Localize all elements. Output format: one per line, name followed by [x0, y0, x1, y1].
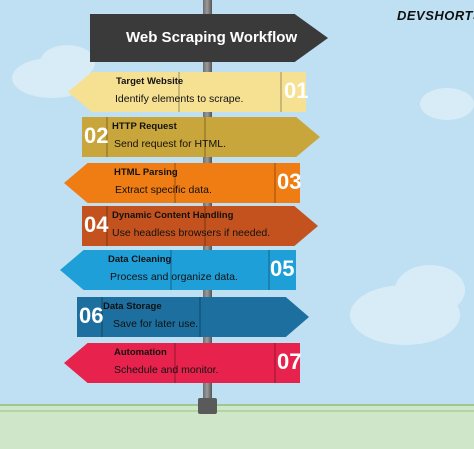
step-number: 01	[284, 78, 309, 103]
step-description: Save for later use.	[113, 318, 199, 330]
pole-base	[198, 398, 217, 414]
sign-divider	[174, 343, 176, 383]
step-number: 04	[84, 212, 109, 237]
step-description: Extract specific data.	[115, 184, 212, 196]
step-sign-body	[82, 117, 320, 157]
sign-divider	[274, 343, 276, 383]
step-number: 03	[277, 169, 302, 194]
step-sign-body	[82, 206, 318, 246]
sign-divider	[274, 163, 276, 203]
step-sign-1: Target Website Identify elements to scra…	[68, 72, 309, 112]
step-sign-6: 06 Data Storage Save for later use.	[77, 297, 309, 337]
step-sign-3: HTML Parsing Extract specific data. 03	[64, 163, 302, 203]
sign-divider	[268, 250, 270, 290]
step-title: HTML Parsing	[114, 167, 178, 178]
step-title: Dynamic Content Handling	[112, 210, 234, 221]
grass-line	[0, 404, 474, 406]
brand-logo: DEVSHORTS	[397, 8, 474, 23]
cloud-right-small	[420, 88, 474, 120]
step-title: HTTP Request	[112, 121, 177, 132]
step-description: Process and organize data.	[110, 271, 238, 283]
page-title: Web Scraping Workflow	[126, 29, 298, 46]
step-title: Target Website	[116, 76, 184, 87]
step-title: Data Cleaning	[108, 254, 172, 265]
sign-divider	[204, 117, 206, 157]
step-sign-body	[64, 343, 300, 383]
cloud-right-puff	[395, 265, 465, 315]
step-number: 06	[79, 303, 104, 328]
step-sign-5: Data Cleaning Process and organize data.…	[60, 250, 296, 290]
step-description: Use headless browsers if needed.	[112, 227, 271, 239]
step-description: Send request for HTML.	[114, 138, 227, 150]
step-sign-2: 02 HTTP Request Send request for HTML.	[82, 117, 320, 157]
sign-divider	[174, 163, 176, 203]
sign-divider	[106, 117, 108, 157]
step-sign-body	[77, 297, 309, 337]
step-description: Identify elements to scrape.	[115, 93, 244, 105]
sign-divider	[170, 250, 172, 290]
step-number: 05	[270, 256, 295, 281]
sign-divider	[280, 72, 282, 112]
cloud-left-puff	[40, 45, 95, 80]
step-title: Data Storage	[103, 301, 162, 312]
step-sign-4: 04 Dynamic Content Handling Use headless…	[82, 206, 318, 246]
step-title: Automation	[114, 347, 167, 358]
sign-divider	[101, 297, 103, 337]
grass-line	[0, 410, 474, 412]
step-description: Schedule and monitor.	[114, 364, 219, 376]
sign-divider	[178, 72, 180, 112]
sign-divider	[204, 206, 206, 246]
sign-divider	[106, 206, 108, 246]
title-sign: Web Scraping Workflow	[90, 14, 328, 62]
sign-divider	[199, 297, 201, 337]
step-sign-body	[60, 250, 296, 290]
step-number: 02	[84, 123, 109, 148]
step-sign-body	[68, 72, 306, 112]
step-sign-body	[64, 163, 300, 203]
step-sign-7: Automation Schedule and monitor. 07	[64, 343, 302, 383]
step-number: 07	[277, 349, 302, 374]
